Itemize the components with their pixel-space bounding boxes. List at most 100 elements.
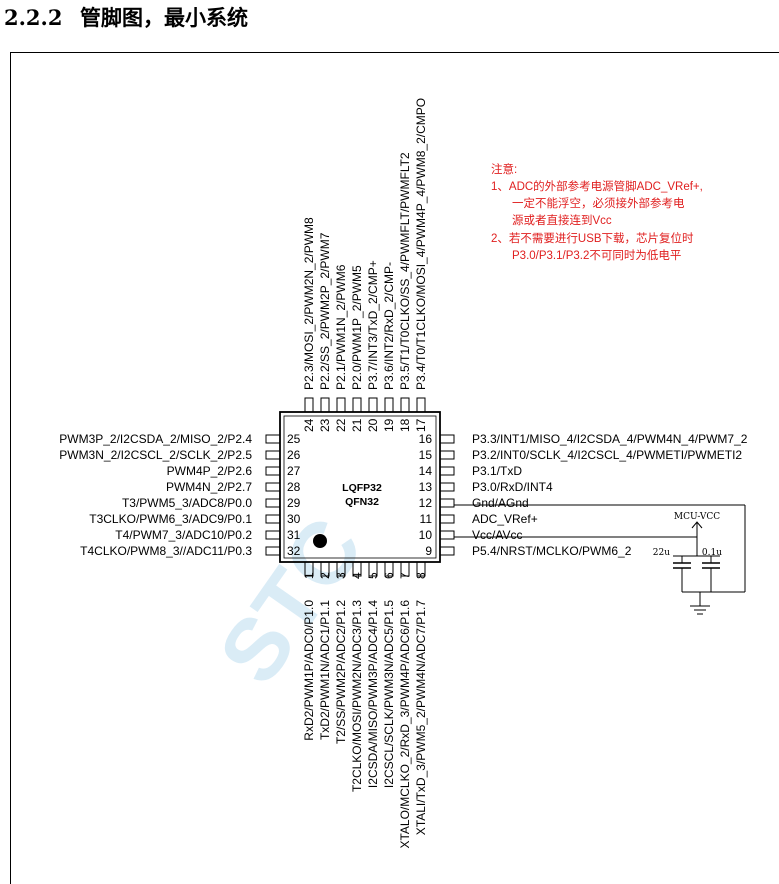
pin-label: P3.6/INT2/RxD_2/CMP- [382,262,396,390]
chip-inner-outline [283,415,437,559]
section-heading: 2.2.2 管脚图，最小系统 [4,4,248,32]
pin-number: 3 [334,572,348,579]
pin-lead-top [336,397,346,413]
pin-number: 12 [419,496,433,510]
pin-lead-right [439,498,455,508]
notes-block: 注意: 1、ADC的外部参考电源管脚ADC_VRef+, 一定不能浮空，必须接外… [491,162,703,262]
pin-label: ADC_VRef+ [472,512,538,526]
note-line-5: 2、若不需要进行USB下载，芯片复位时 [491,231,694,245]
pin-lead-right [439,434,455,444]
pin-label: I2CSCL/SCLK/PWM3N/ADC5/P1.5 [382,600,396,788]
pin-label: T4CLKO/PWM8_3//ADC11/P0.3 [80,544,252,558]
pin-lead-bottom [400,561,410,577]
pin-label: P3.0/RxD/INT4 [472,480,553,494]
pin-number: 8 [414,572,428,579]
pin-number: 25 [287,432,301,446]
pin-lead-left [265,530,281,540]
pin-label: T3CLKO/PWM6_3/ADC9/P0.1 [89,512,252,526]
pin-number: 26 [287,448,301,462]
pin-label: TxD2/PWM1N/ADC1/P1.1 [318,600,332,740]
pin-lead-bottom [304,561,314,577]
pin-lead-left [265,498,281,508]
pin-lead-right [439,514,455,524]
pin-lead-top [416,397,426,413]
pin-number: 24 [302,418,316,432]
cap2-label: 0.1u [702,548,722,558]
pin-label: T2/SS/PWM2P/ADC2/P1.2 [334,600,348,744]
pin-label: P2.1/PWM1N_2/PWM6 [334,264,348,390]
pin-label: T4/PWM7_3/ADC10/P0.2 [115,528,252,542]
pin-label: P3.4/T0/T1CLKO/MOSI_4/PWM4P_4/PWM8_2/CMP… [414,98,428,390]
pin-lead-right [439,450,455,460]
pin-lead-left [265,450,281,460]
pins-layer: 25PWM3P_2/I2CSDA_2/MISO_2/P2.426PWM3N_2/… [59,98,748,849]
pin-label: I2CSDA/MISO/PWM3P/ADC4/P1.4 [366,600,380,788]
pin-label: P3.5/T1/T0CLKO/SS_4/PWMFLT/PWMFLT2 [398,152,412,390]
pin-lead-right [439,546,455,556]
pin-label: P3.1/TxD [472,464,522,478]
pin-number: 23 [318,418,332,432]
pin-lead-left [265,546,281,556]
diagram-frame [10,52,779,884]
pin-label: T3/PWM5_3/ADC8/P0.0 [122,496,252,510]
pin-label: PWM3N_2/I2CSCL_2/SCLK_2/P2.5 [59,448,252,462]
pin-label: Vcc/AVcc [472,528,522,542]
pin-number: 17 [414,418,428,432]
pin-number: 29 [287,496,301,510]
pin-lead-top [304,397,314,413]
pin-lead-top [320,397,330,413]
power-circuit [548,504,746,615]
pin-number: 15 [419,448,433,462]
note-line-2: 1、ADC的外部参考电源管脚ADC_VRef+, [491,179,703,193]
note-line-1: 注意: [491,162,517,176]
pin-number: 32 [287,544,301,558]
pin-label: Gnd/AGnd [472,496,529,510]
pin-lead-bottom [336,561,346,577]
pin-number: 4 [350,572,364,579]
section-title: 管脚图，最小系统 [80,5,248,30]
pin-number: 2 [318,572,332,579]
pin-number: 31 [287,528,301,542]
pin-number: 16 [419,432,433,446]
pin-lead-right [439,466,455,476]
pin-label: P2.2/SS_2/PWM2P_2/PWM7 [318,232,332,390]
cap1-label: 22u [653,548,670,558]
pin-lead-left [265,466,281,476]
pin-number: 1 [302,572,316,579]
pin-lead-bottom [320,561,330,577]
pin-label: T2CLKO/MOSI/PWM2N/ADC3/P1.3 [350,600,364,792]
pin-lead-bottom [384,561,394,577]
pin-label: RxD2/PWM1P/ADC0/P1.0 [302,600,316,741]
section-number: 2.2.2 [4,5,63,30]
pin-number: 22 [334,418,348,432]
pin-number: 11 [420,512,433,526]
vcc-arrow-icon [691,521,703,529]
pin-number: 30 [287,512,301,526]
pin-label: P3.2/INT0/SCLK_4/I2CSCL_4/PWMETI/PWMETI2 [472,448,742,462]
pin-number: 14 [419,464,433,478]
pin-lead-bottom [368,561,378,577]
pin-number: 13 [419,480,433,494]
pin-number: 21 [350,418,364,432]
pin-lead-left [265,434,281,444]
pin-number: 7 [398,572,412,579]
pin-number: 18 [398,418,412,432]
pin-number: 20 [366,418,380,432]
pin-number: 6 [382,572,396,579]
pin-lead-right [439,530,455,540]
package-label-lqfp: LQFP32 [342,482,382,494]
pin-label: P2.0/PWM1P_2/PWM5 [350,265,364,390]
pin-lead-right [439,482,455,492]
pin1-dot [313,534,327,548]
pin-lead-top [368,397,378,413]
pin-number: 10 [419,528,433,542]
pin-lead-left [265,482,281,492]
pin-label: PWM3P_2/I2CSDA_2/MISO_2/P2.4 [59,432,252,446]
pin-number: 28 [287,480,301,494]
mcu-vcc-label: MCU-VCC [674,512,720,522]
pin-label: P5.4/NRST/MCLKO/PWM6_2 [472,544,632,558]
pin-label: P2.3/MOSI_2/PWM2N_2/PWM8 [302,217,316,390]
pin-lead-top [384,397,394,413]
package-label-qfn: QFN32 [345,496,379,508]
